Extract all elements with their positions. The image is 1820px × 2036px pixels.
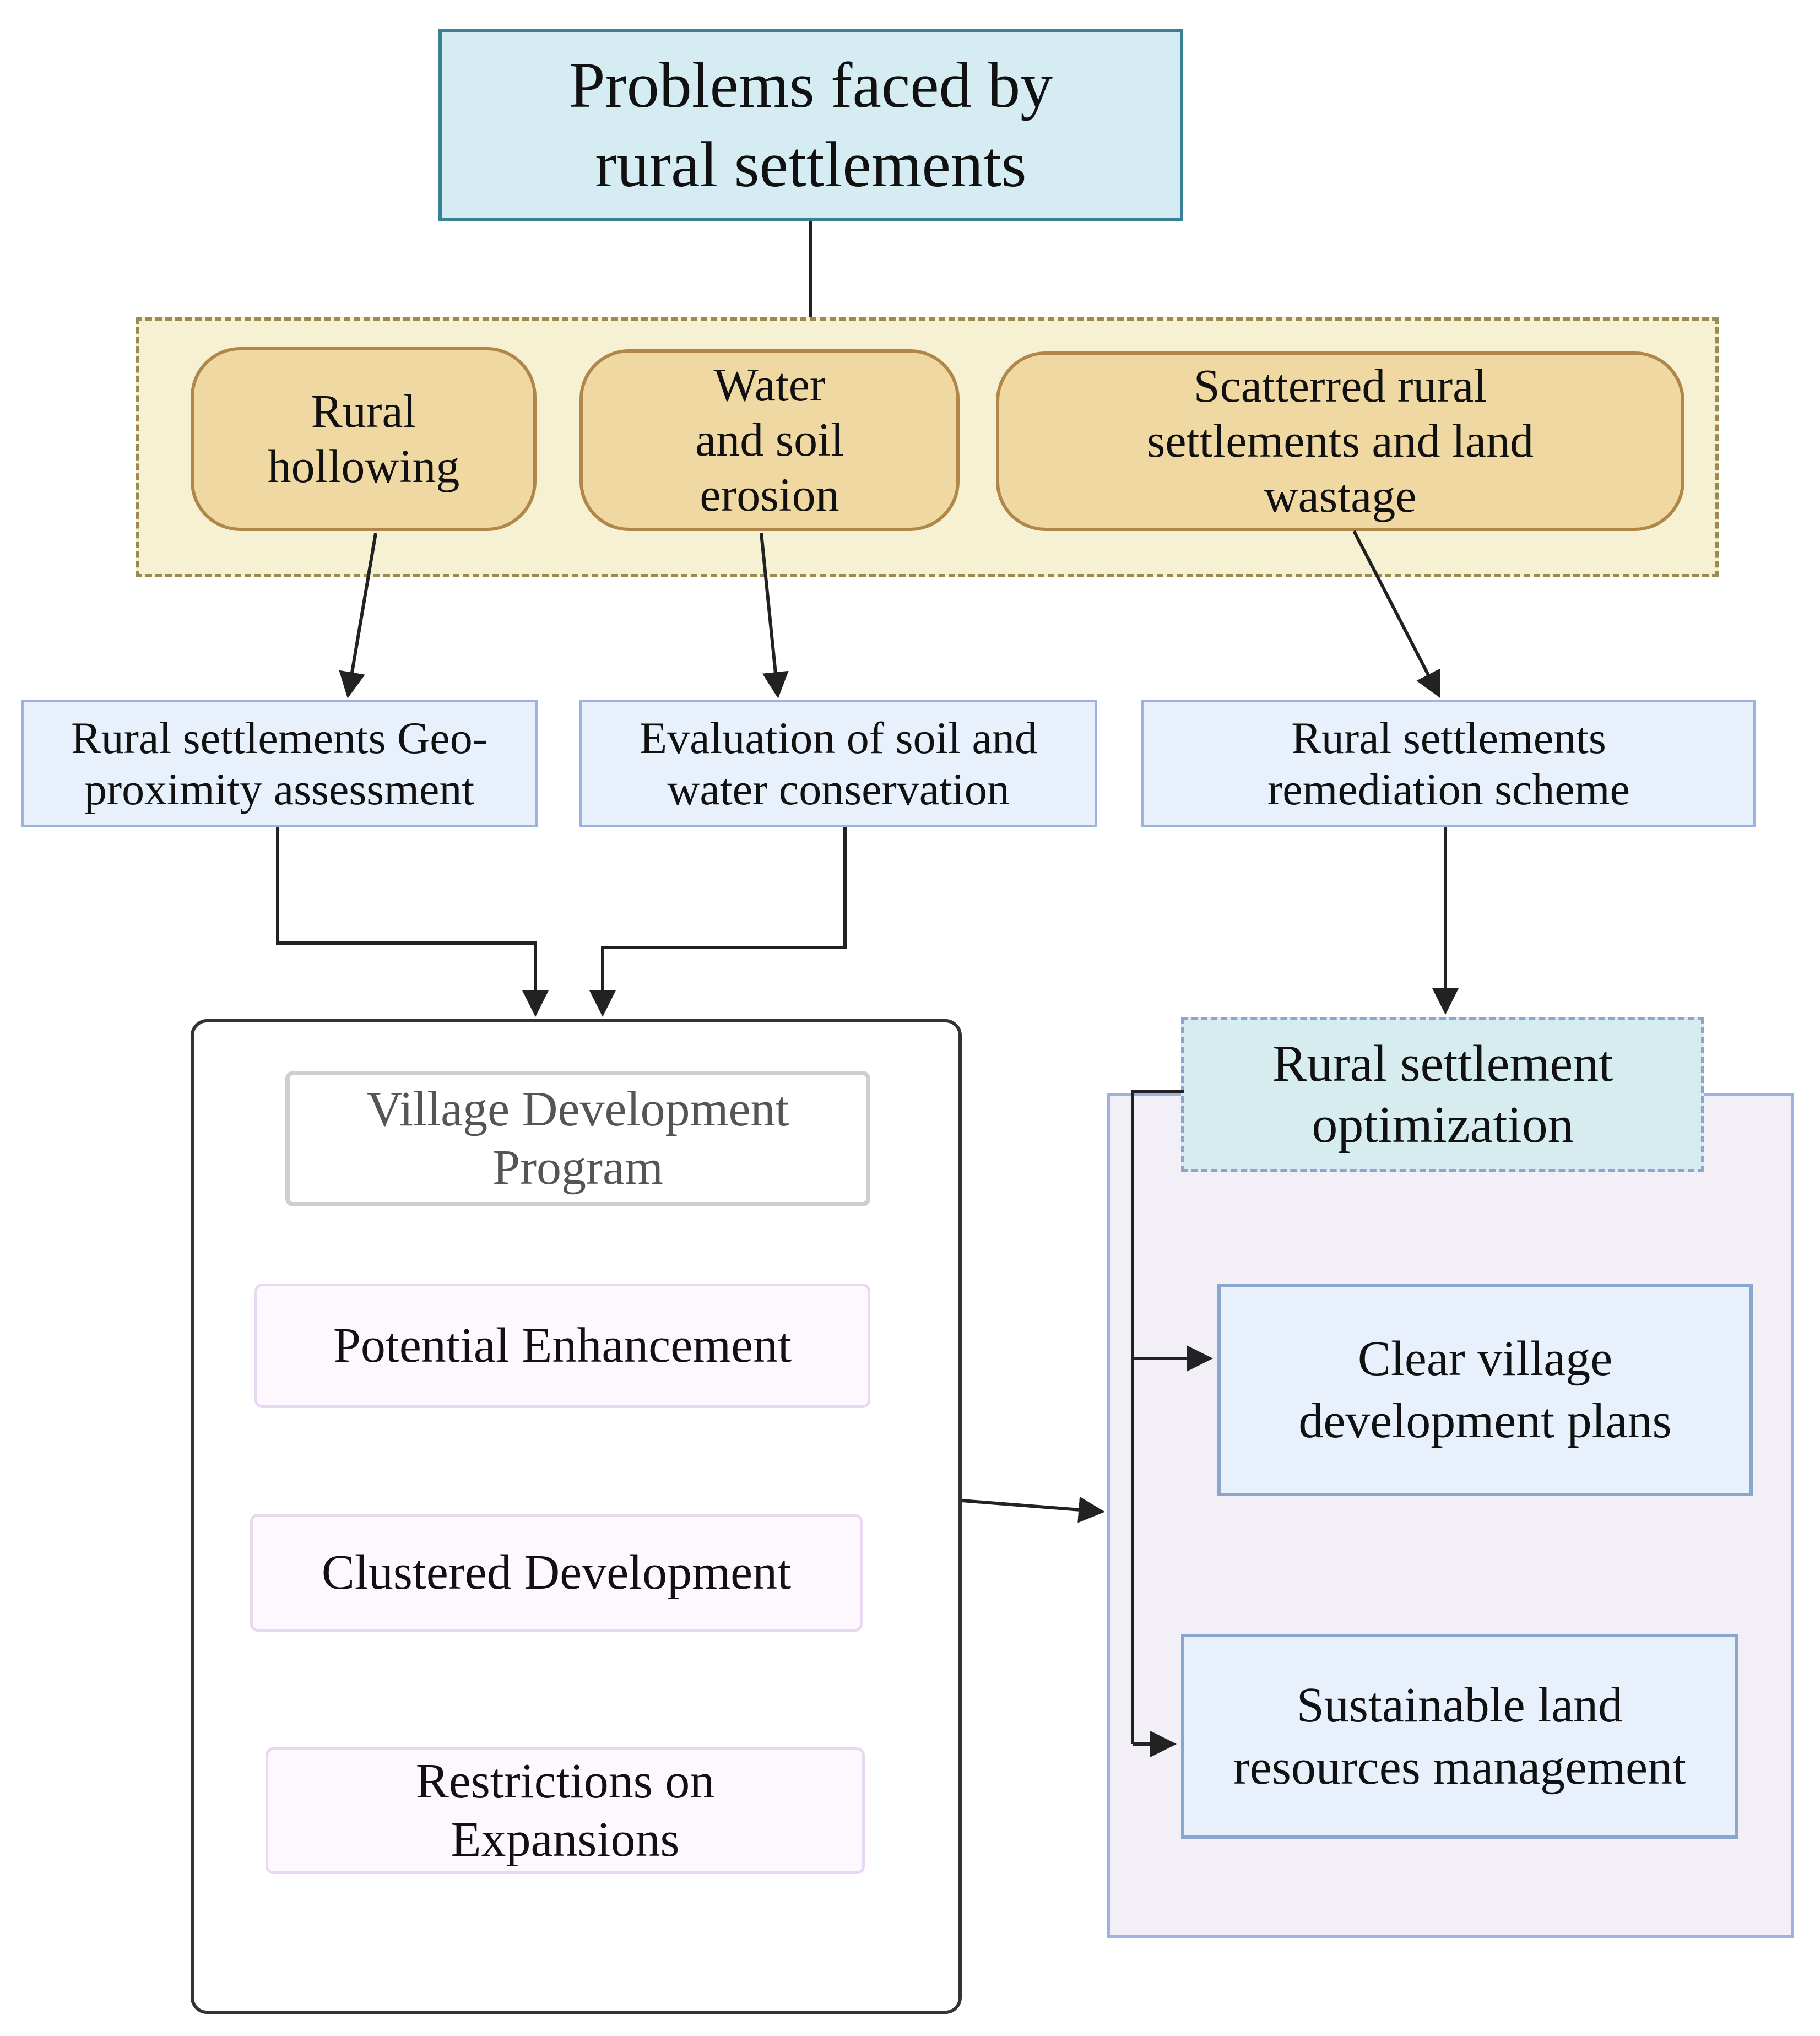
village-development-program: Village Development Program (285, 1071, 870, 1206)
problem-scattered-settlements: Scatterred rural settlements and land wa… (996, 351, 1684, 531)
problem-label-line: Water (713, 358, 826, 411)
strategy-clustered-development: Clustered Development (250, 1514, 863, 1632)
title-line-2: rural settlements (595, 128, 1027, 201)
goal-label-line: development plans (1298, 1394, 1672, 1448)
strategy-label-line: Expansions (451, 1812, 680, 1867)
goal-sustainable-land-management: Sustainable land resources management (1181, 1634, 1738, 1839)
assessment-label-line: Evaluation of soil and (640, 712, 1037, 763)
assessment-label-line: water conservation (667, 764, 1010, 814)
arrow-scattered-to-remediation (1352, 530, 1440, 698)
program-label-line: Village Development (366, 1081, 789, 1136)
assessment-label-line: remediation scheme (1267, 764, 1630, 814)
problem-label-line: erosion (700, 468, 839, 521)
optimization-header: Rural settlement optimization (1181, 1017, 1704, 1172)
problem-rural-hollowing: Rural hollowing (191, 347, 537, 531)
assessment-label-line: Rural settlements Geo- (71, 712, 488, 763)
title-box: Problems faced by rural settlements (438, 29, 1183, 221)
title-line-1: Problems faced by (568, 49, 1053, 122)
strategy-label: Clustered Development (321, 1545, 792, 1600)
strategy-label: Potential Enhancement (333, 1318, 792, 1373)
strategy-restrictions-on-expansions: Restrictions on Expansions (266, 1747, 865, 1874)
assessment-remediation-scheme: Rural settlements remediation scheme (1141, 700, 1756, 827)
strategy-potential-enhancement: Potential Enhancement (254, 1284, 870, 1408)
problem-water-soil-erosion: Water and soil erosion (579, 349, 960, 531)
problem-label-line: wastage (1264, 469, 1417, 522)
goal-label-line: resources management (1233, 1740, 1687, 1795)
problem-label-line: Rural (311, 385, 416, 438)
arrow-strategies-to-optimization (961, 1496, 1105, 1523)
problem-label-line: and soil (695, 413, 844, 467)
optimization-label-line: optimization (1312, 1096, 1574, 1154)
optimization-label-line: Rural settlement (1272, 1035, 1613, 1093)
arrow-geo-to-strategies (276, 827, 549, 1017)
assessment-label-line: proximity assessment (84, 764, 475, 814)
goal-label-line: Clear village (1357, 1331, 1613, 1386)
problem-label-line: Scatterred rural (1193, 359, 1487, 413)
goal-label-line: Sustainable land (1296, 1677, 1623, 1732)
assessment-geo-proximity: Rural settlements Geo- proximity assessm… (21, 700, 538, 827)
assessment-soil-water-conservation: Evaluation of soil and water conservatio… (579, 700, 1097, 827)
optimization-bracket (1131, 1090, 1184, 1744)
problem-label-line: hollowing (267, 440, 460, 492)
arrow-erosion-to-soil (760, 533, 789, 698)
arrow-hollowing-to-geo (339, 533, 377, 698)
assessment-label-line: Rural settlements (1291, 712, 1606, 763)
goal-clear-village-plans: Clear village development plans (1217, 1284, 1753, 1496)
program-label-line: Program (492, 1140, 663, 1195)
arrow-soil-to-strategies (589, 827, 847, 1017)
problem-label-line: settlements and land (1146, 414, 1534, 468)
strategy-label-line: Restrictions on (415, 1753, 715, 1808)
